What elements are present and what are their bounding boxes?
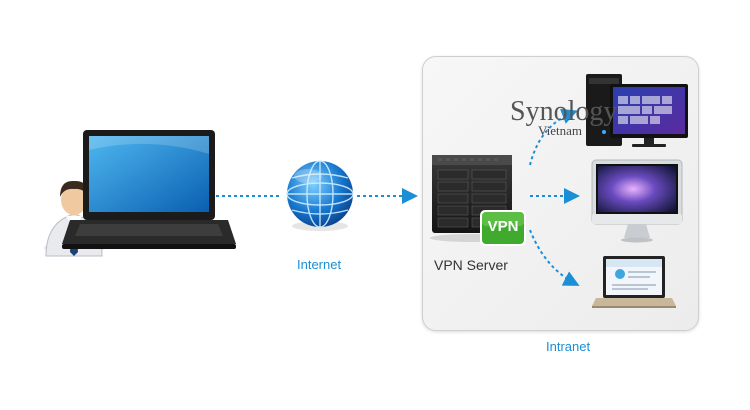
connector-server-desktop (529, 108, 578, 166)
watermark-sub: Vietnam (538, 123, 582, 138)
vpn-badge (480, 210, 526, 246)
laptop-icon (62, 130, 236, 249)
internet-label: Internet (297, 257, 342, 272)
globe-icon (286, 160, 354, 231)
vpn-server-label: VPN Server (434, 257, 508, 273)
intranet-label: Intranet (546, 339, 591, 354)
watermark-brand: Synology (510, 96, 618, 127)
desktop-pc-icon (586, 74, 688, 147)
notebook-icon (592, 256, 676, 308)
imac-icon (591, 159, 683, 243)
connector-server-notebook (529, 229, 580, 286)
vpn-badge-label: VPN (487, 218, 519, 235)
